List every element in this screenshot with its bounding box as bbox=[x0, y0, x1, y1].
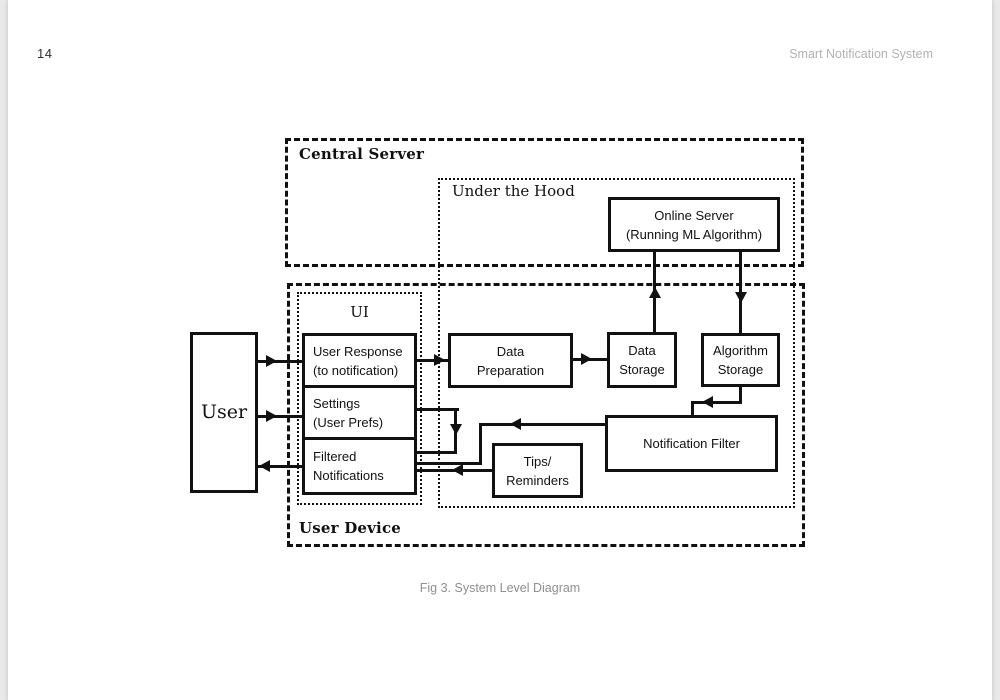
arrowhead-filtered-to-user bbox=[259, 460, 270, 472]
node-algorithm-storage-line2: Storage bbox=[717, 362, 764, 377]
connector-user-response-to-data-preparation bbox=[417, 359, 448, 362]
node-notification-filter: Notification Filter bbox=[605, 415, 778, 472]
node-data-storage: Data Storage bbox=[607, 332, 677, 388]
document-page: 14 Smart Notification System Fig 3. Syst… bbox=[8, 0, 992, 700]
node-settings-line2: (User Prefs) bbox=[313, 414, 384, 430]
group-label-central-server: Central Server bbox=[299, 145, 425, 163]
node-user-response-line1: User Response bbox=[313, 343, 403, 359]
node-online-server: Online Server (Running ML Algorithm) bbox=[608, 197, 780, 252]
connector-settings-to-filtered-seg1 bbox=[417, 408, 459, 411]
connector-algorithm-to-filter-seg1 bbox=[739, 387, 742, 404]
arrowhead-user-response-to-data-preparation bbox=[434, 354, 445, 366]
arrowhead-user-to-user-response bbox=[266, 355, 277, 367]
group-ui bbox=[297, 292, 422, 505]
connector-filter-to-filtered-seg2 bbox=[479, 423, 482, 465]
group-label-under-the-hood: Under the Hood bbox=[452, 182, 575, 200]
connector-filtered-to-user bbox=[258, 465, 302, 468]
connector-settings-to-filtered-seg3 bbox=[417, 451, 457, 454]
connector-algorithm-to-filter-seg3 bbox=[691, 401, 694, 415]
node-user-response-line2: (to notification) bbox=[313, 362, 399, 378]
group-under-the-hood bbox=[438, 178, 795, 508]
node-user: User bbox=[190, 332, 258, 493]
node-algorithm-storage: Algorithm Storage bbox=[701, 333, 780, 387]
node-filtered-notifications-line2: Notifications bbox=[313, 468, 384, 483]
connector-algorithm-to-filter-seg2 bbox=[691, 401, 742, 404]
arrowhead-settings-to-filtered bbox=[450, 424, 462, 435]
node-data-storage-line1: Data bbox=[628, 343, 656, 358]
node-data-preparation: Data Preparation bbox=[448, 333, 573, 388]
figure-caption: Fig 3. System Level Diagram bbox=[419, 581, 581, 595]
page-number: 14 bbox=[37, 46, 53, 61]
group-central-server bbox=[285, 138, 804, 267]
node-tips-reminders-line1: Tips/ bbox=[523, 453, 552, 469]
connector-user-to-user-response bbox=[258, 360, 302, 363]
node-data-preparation-line1: Data bbox=[496, 343, 525, 359]
arrowhead-user-to-settings bbox=[266, 410, 277, 422]
node-notification-filter-label: Notification Filter bbox=[643, 436, 740, 451]
node-online-server-line2: (Running ML Algorithm) bbox=[625, 226, 763, 242]
node-filtered-notifications: Filtered Notifications bbox=[302, 437, 417, 495]
arrowhead-online-server-to-algorithm-storage bbox=[735, 292, 747, 303]
node-data-storage-line2: Storage bbox=[619, 362, 665, 377]
group-label-ui: UI bbox=[350, 303, 369, 321]
node-tips-reminders-line2: Reminders bbox=[506, 472, 569, 488]
arrowhead-data-storage-to-online-server bbox=[649, 287, 661, 298]
running-header-title: Smart Notification System bbox=[789, 47, 933, 61]
connector-filter-to-filtered-seg3 bbox=[417, 462, 482, 465]
arrowhead-tips-to-filtered bbox=[452, 464, 463, 476]
node-algorithm-storage-line1: Algorithm bbox=[713, 343, 768, 358]
node-user-response: User Response (to notification) bbox=[302, 333, 417, 388]
node-user-label: User bbox=[200, 401, 248, 423]
node-data-preparation-line2: Preparation bbox=[476, 362, 545, 378]
arrowhead-filter-to-filtered bbox=[510, 418, 521, 430]
arrowhead-data-preparation-to-data-storage bbox=[581, 353, 592, 365]
group-label-user-device: User Device bbox=[299, 519, 402, 537]
connector-filter-to-filtered-seg1 bbox=[479, 423, 605, 426]
node-online-server-line1: Online Server bbox=[654, 207, 734, 223]
arrowhead-algorithm-to-filter bbox=[702, 396, 713, 408]
node-settings: Settings (User Prefs) bbox=[302, 385, 417, 440]
node-filtered-notifications-line1: Filtered bbox=[313, 449, 357, 464]
node-settings-line1: Settings bbox=[313, 395, 360, 411]
node-tips-reminders: Tips/ Reminders bbox=[492, 443, 583, 498]
connector-user-to-settings bbox=[258, 415, 302, 418]
